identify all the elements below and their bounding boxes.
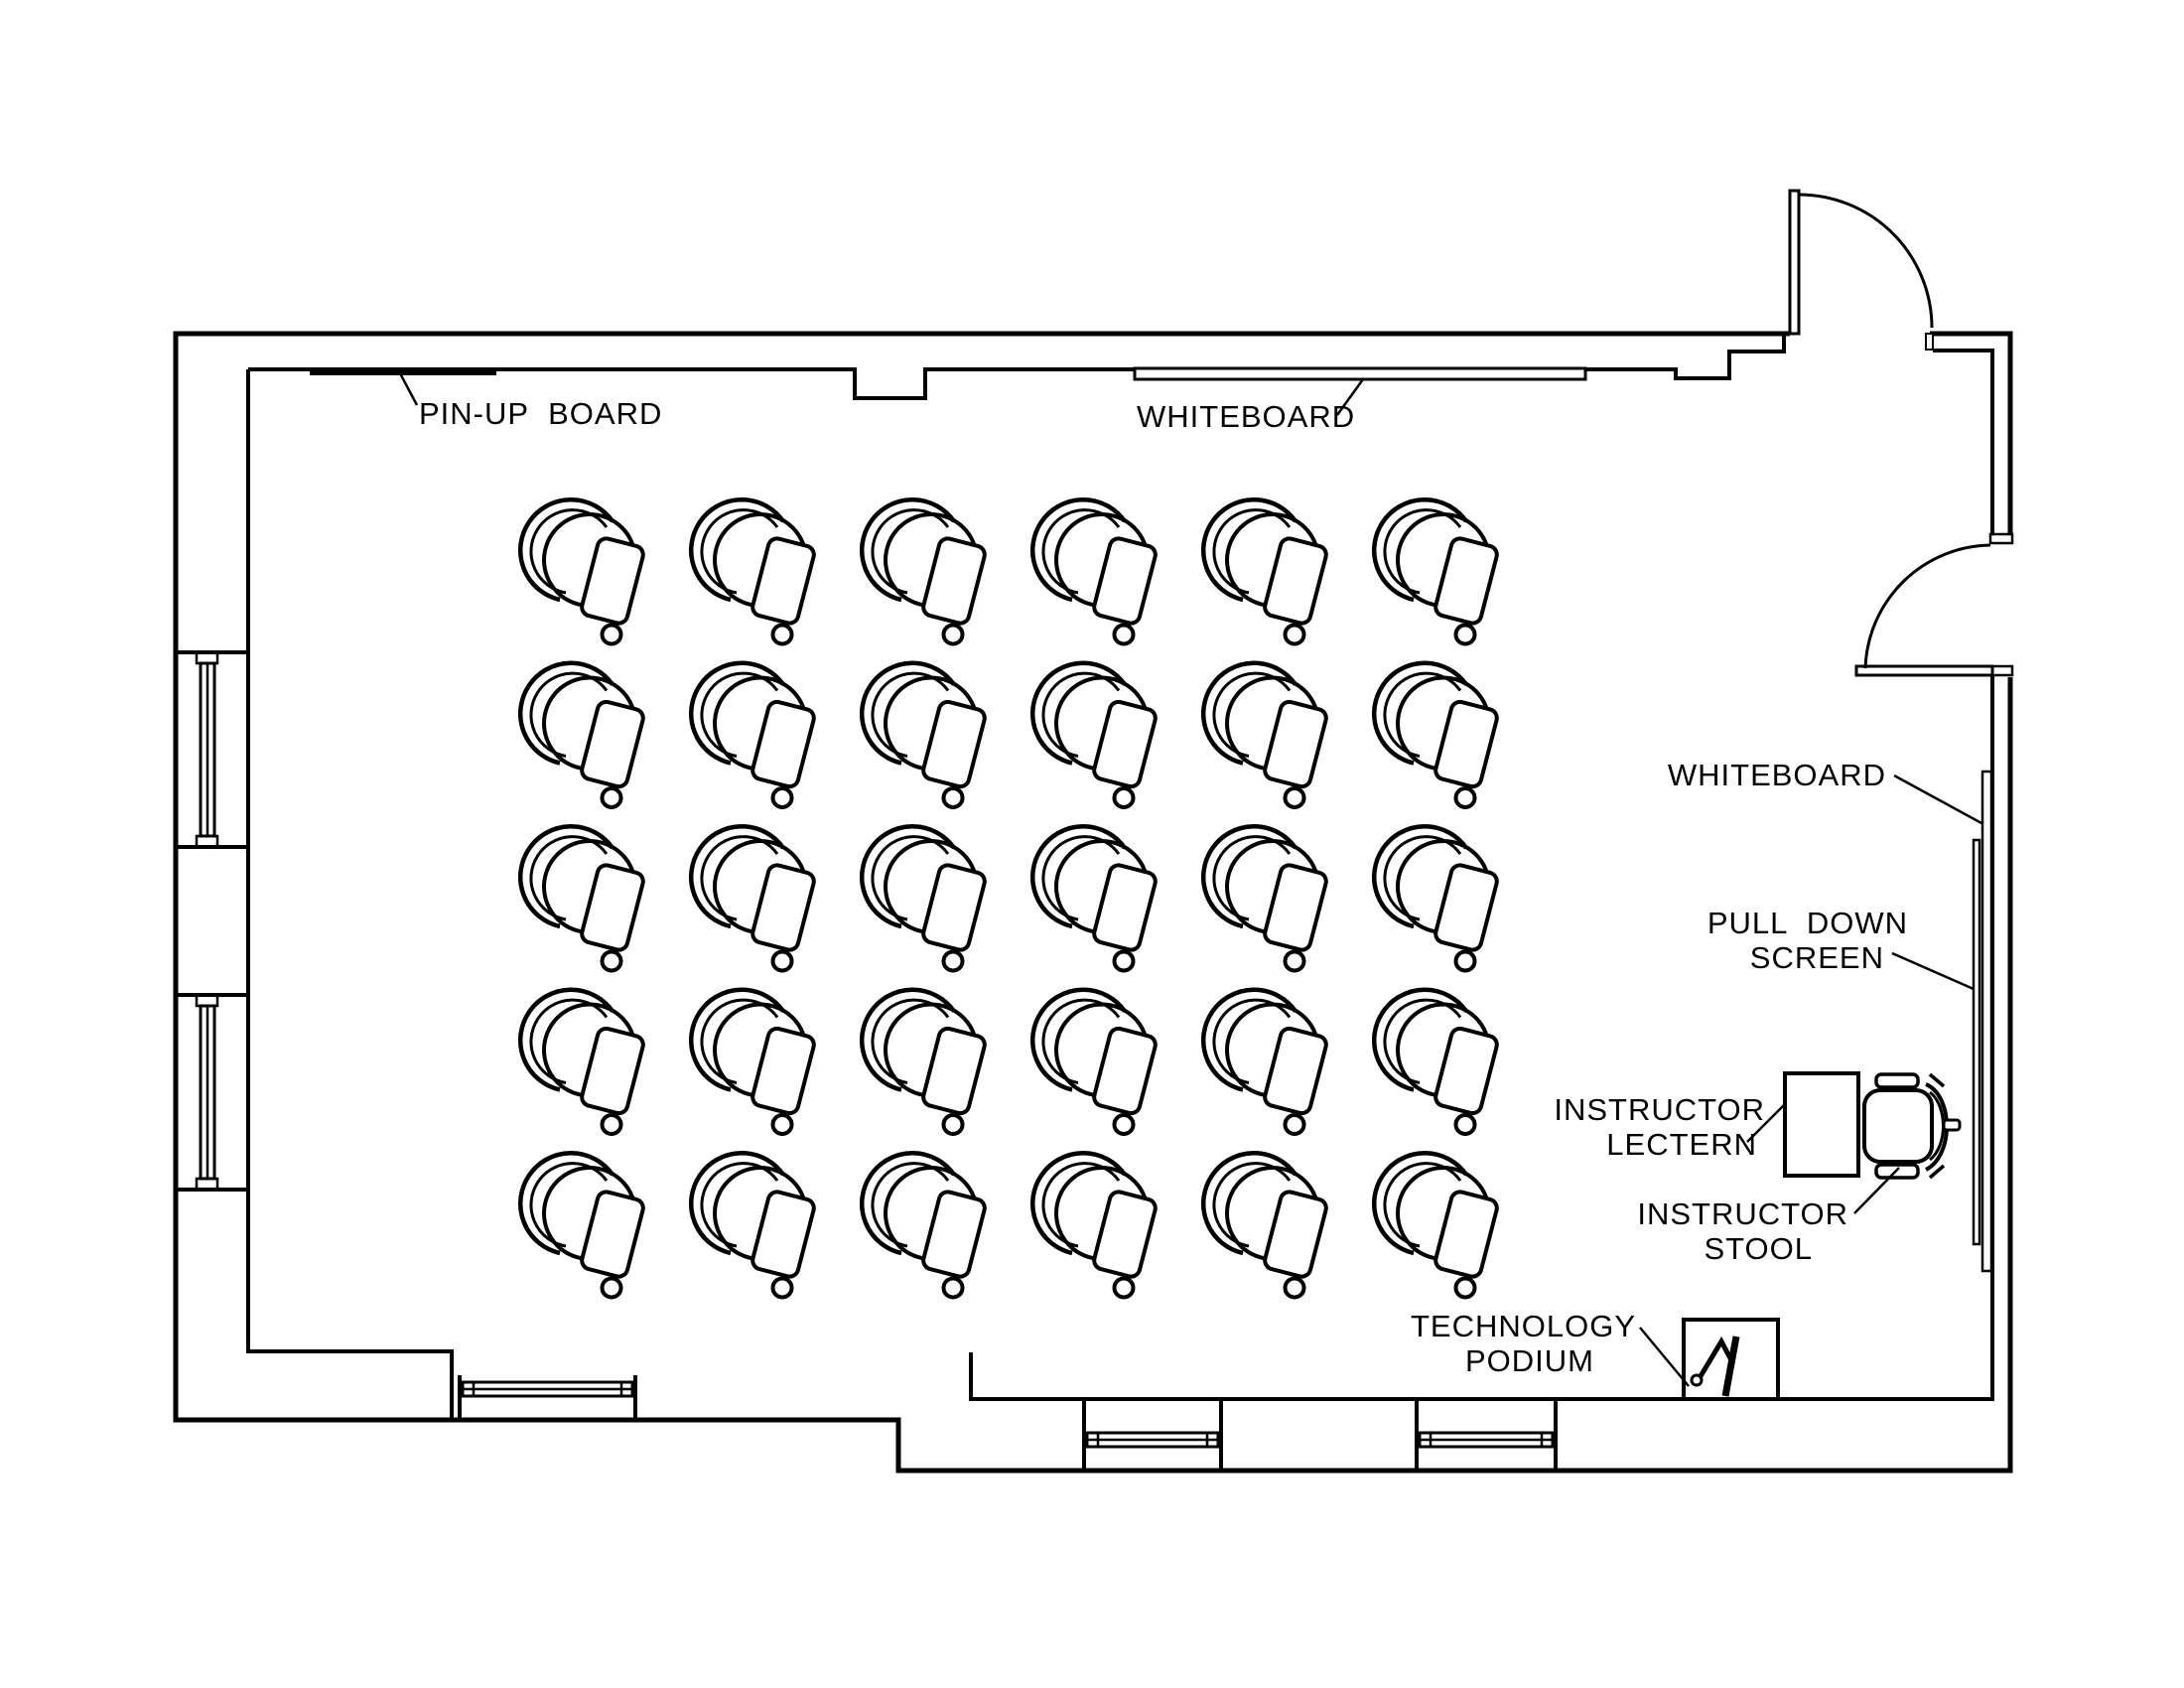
desk-unit <box>1032 1153 1158 1297</box>
window-left-upper <box>176 650 248 849</box>
inner-wall-top <box>248 336 1786 400</box>
desk-unit <box>1374 663 1499 807</box>
podium-equipment-icon <box>1690 1336 1740 1397</box>
doors <box>1788 189 1994 677</box>
leader-whiteboard-top <box>1335 378 1365 416</box>
door-swing-arc <box>1798 193 1934 329</box>
pinup-board <box>310 367 496 375</box>
whiteboard-top-label: WHITEBOARD <box>1137 399 1355 434</box>
leader-lines <box>398 372 1982 1387</box>
instructor-stool <box>1862 1072 1962 1180</box>
desk-unit <box>862 990 987 1134</box>
desk-unit <box>1374 990 1499 1134</box>
walls <box>173 331 2014 1474</box>
desk-unit <box>1032 499 1158 643</box>
desk-unit <box>1374 499 1499 643</box>
desk-unit <box>1374 1153 1499 1297</box>
instructor-lectern <box>1783 1071 1860 1178</box>
desk-unit <box>1203 1153 1328 1297</box>
inner-wall-left <box>246 369 454 1418</box>
windows <box>176 650 1558 1471</box>
desk-unit <box>862 663 987 807</box>
desk-unit <box>520 499 645 643</box>
door-leaf <box>1854 664 1994 677</box>
desk-unit <box>1203 990 1328 1134</box>
desk-unit <box>1203 826 1328 970</box>
window-bottom-3 <box>1415 1399 1558 1471</box>
entry-door-top <box>1788 189 1934 336</box>
desk-unit <box>1203 663 1328 807</box>
desk-unit <box>862 499 987 643</box>
desk-unit <box>520 826 645 970</box>
desk-unit <box>1032 663 1158 807</box>
boards <box>310 366 1993 1273</box>
desk-unit <box>1374 826 1499 970</box>
pulldown-screen-label-line1: PULL DOWN <box>1707 906 1908 940</box>
door-leaf <box>1788 189 1801 336</box>
desk-unit <box>520 990 645 1134</box>
desk-unit <box>691 499 816 643</box>
door-jamb-cap-left <box>1925 333 1934 351</box>
inner-wall-top-door-right <box>1933 349 1994 541</box>
labels: PIN-UP BOARD WHITEBOARD WHITEBOARD PULL … <box>419 396 1908 1378</box>
desk-unit <box>1032 990 1158 1134</box>
lectern-label-line1: INSTRUCTOR <box>1554 1092 1765 1127</box>
leader-lectern <box>1746 1104 1785 1143</box>
whiteboard-right-board <box>1980 770 1993 1273</box>
entry-door-right <box>1854 543 1994 677</box>
window-bottom-1 <box>458 1375 637 1420</box>
outer-wall-top-right <box>1930 331 2013 537</box>
window-left-lower <box>176 993 248 1192</box>
desk-unit <box>862 826 987 970</box>
desk-unit <box>520 1153 645 1297</box>
technology-podium <box>1682 1318 1780 1401</box>
desk-unit <box>1032 826 1158 970</box>
stool-label-line1: INSTRUCTOR <box>1637 1196 1848 1231</box>
furniture <box>1682 1071 1962 1401</box>
door-jamb-cap-top <box>1988 532 2014 545</box>
desk-unit <box>691 990 816 1134</box>
desk-unit <box>1203 499 1328 643</box>
leader-podium <box>1639 1327 1690 1387</box>
pulldown-screen <box>1972 838 1981 1246</box>
stool-label-line2: STOOL <box>1704 1231 1813 1266</box>
door-swing-arc <box>1863 543 1991 669</box>
whiteboard-top-board <box>1133 366 1587 381</box>
desk-unit <box>691 826 816 970</box>
desk-unit <box>862 1153 987 1297</box>
whiteboard-right-label: WHITEBOARD <box>1668 758 1886 792</box>
leader-pinup <box>398 372 419 406</box>
pinup-board-label: PIN-UP BOARD <box>419 396 662 431</box>
leader-screen <box>1891 951 1975 991</box>
desk-unit <box>691 663 816 807</box>
desk-unit <box>520 663 645 807</box>
desk-unit <box>691 1153 816 1297</box>
pulldown-screen-label-line2: SCREEN <box>1750 940 1884 975</box>
leader-stool <box>1853 1167 1900 1214</box>
student-desks <box>520 499 1499 1297</box>
window-bottom-2 <box>1082 1399 1223 1471</box>
outer-wall <box>173 331 2013 1474</box>
leader-whiteboard-right <box>1893 774 1982 825</box>
podium-label-line2: PODIUM <box>1465 1343 1594 1378</box>
lectern-label-line2: LECTERN <box>1606 1127 1757 1162</box>
podium-label-line1: TECHNOLOGY <box>1411 1309 1636 1343</box>
